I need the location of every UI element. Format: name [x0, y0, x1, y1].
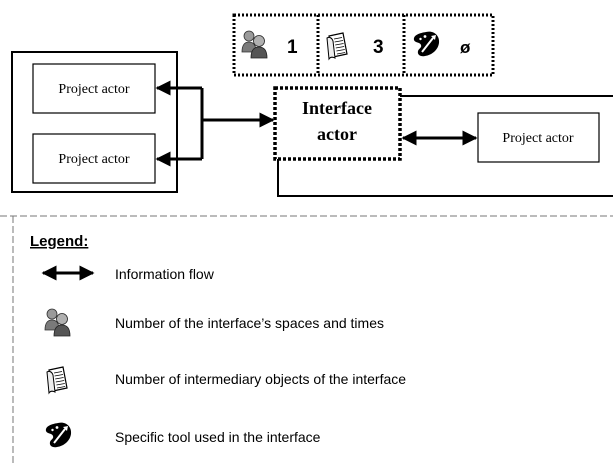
document-icon	[46, 366, 68, 394]
indicator-strip: 1 3 ø	[232, 13, 495, 77]
interface-actor-label-line2: actor	[317, 124, 357, 144]
project-actor-box-2	[32, 133, 156, 184]
legend: Legend: Information flow Number of the i…	[0, 215, 613, 466]
specific-tool-value: ø	[460, 38, 471, 57]
legend-title: Legend:	[30, 233, 88, 250]
people-icon	[241, 30, 268, 59]
legend-item-label-1: Information flow	[115, 266, 215, 282]
information-flow-connector-left	[155, 80, 275, 167]
tool-icon	[412, 30, 441, 58]
document-icon	[326, 32, 348, 60]
people-icon	[44, 308, 71, 337]
project-actor-box-1	[32, 63, 156, 114]
project-actor-box-right	[477, 112, 600, 163]
project-actor-label-right: Project actor	[502, 131, 573, 146]
left-group-frame	[11, 51, 178, 193]
legend-item-label-4: Specific tool used in the interface	[115, 429, 321, 445]
interface-actor-label-line1: Interface	[302, 98, 372, 118]
intermediary-objects-count: 3	[373, 37, 384, 58]
legend-item-label-2: Number of the interface’s spaces and tim…	[115, 315, 384, 331]
project-actor-label-1: Project actor	[58, 82, 129, 97]
legend-item-label-3: Number of intermediary objects of the in…	[115, 371, 406, 387]
project-actor-label-2: Project actor	[58, 152, 129, 167]
tool-icon	[44, 421, 73, 449]
interface-actor-box	[273, 86, 402, 161]
spaces-times-count: 1	[287, 37, 298, 58]
